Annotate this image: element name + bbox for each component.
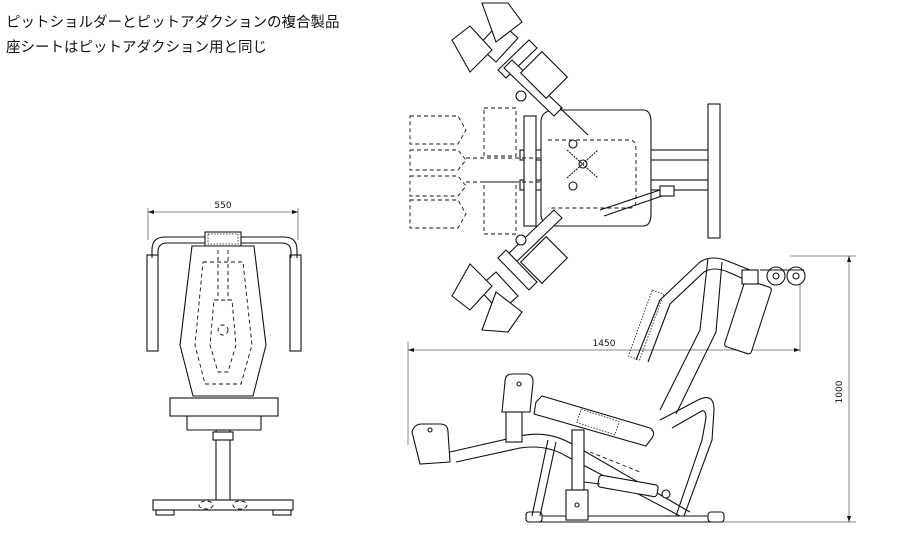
side-length-label: 1450 — [593, 339, 616, 349]
top-view — [409, 2, 721, 333]
front-width-label: 550 — [214, 201, 231, 211]
caption-line-2: 座シートはピットアダクション用と同じ — [6, 40, 267, 56]
front-view: 550 — [146, 201, 302, 516]
side-view: 1450 1000 — [407, 255, 856, 523]
side-height-label: 1000 — [835, 380, 845, 403]
front-width-dimension: 550 — [147, 201, 299, 240]
side-height-dimension: 1000 — [720, 255, 856, 523]
caption-line-1: ピットショルダーとピットアダクションの複合製品 — [6, 15, 340, 31]
